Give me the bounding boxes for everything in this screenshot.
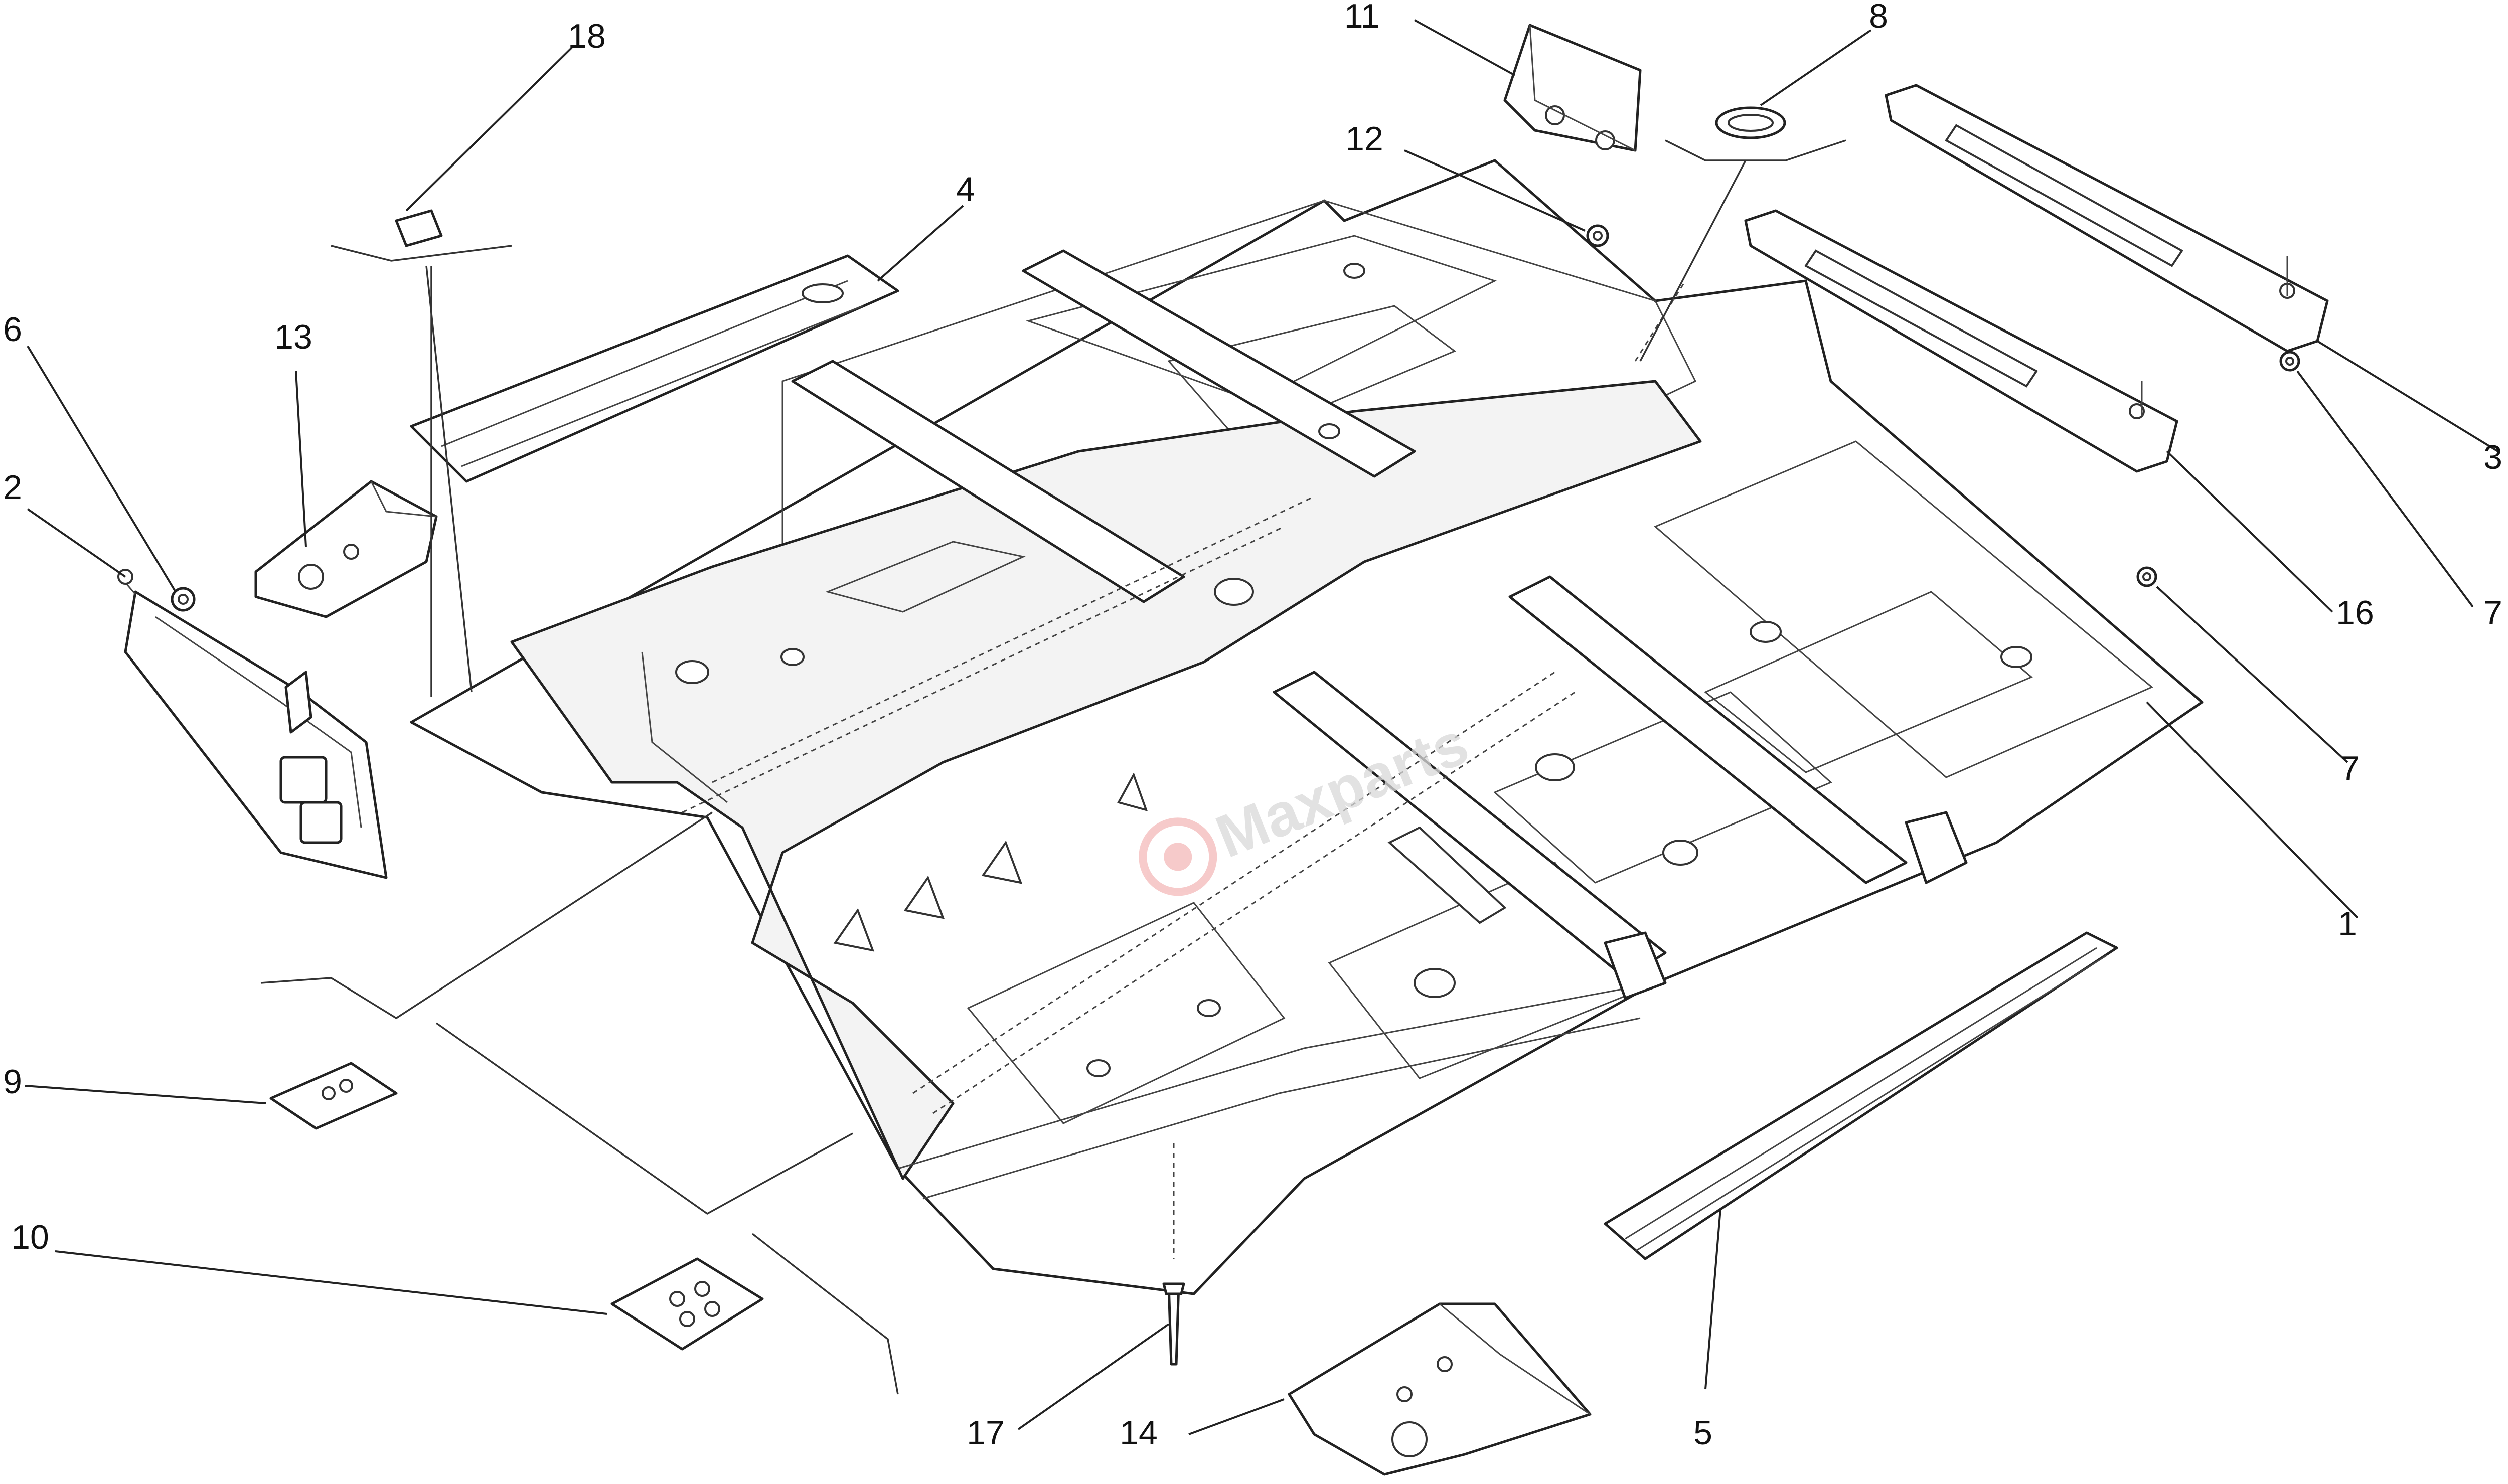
nut-part-7-lower xyxy=(2136,566,2157,587)
callout-labels: 1 2 3 4 5 6 7 7 8 9 10 11 12 13 14 16 17… xyxy=(3,0,2502,1452)
nut-part-7-upper xyxy=(2279,351,2300,372)
callout-13: 13 xyxy=(274,318,312,356)
bracket-part-13 xyxy=(254,480,438,618)
callout-6: 6 xyxy=(3,310,22,349)
callout-8: 8 xyxy=(1869,0,1888,35)
callout-1: 1 xyxy=(2338,905,2357,943)
bracket-part-2 xyxy=(117,569,388,879)
callout-14: 14 xyxy=(1120,1414,1158,1452)
callout-17: 17 xyxy=(967,1414,1005,1452)
bracket-part-14 xyxy=(1288,1302,1592,1476)
floor-pan-main xyxy=(410,159,2204,1295)
rail-part-4 xyxy=(410,254,899,483)
callout-4: 4 xyxy=(956,170,975,208)
plate-part-9 xyxy=(260,811,713,1130)
callout-3: 3 xyxy=(2483,438,2502,476)
crossmember-part-16 xyxy=(1744,209,2178,473)
stud-part-17 xyxy=(1162,1282,1185,1366)
nut-part-6 xyxy=(171,587,196,612)
callout-5: 5 xyxy=(1693,1414,1712,1452)
callout-10: 10 xyxy=(11,1218,49,1256)
nut-part-12 xyxy=(1586,224,1609,247)
callout-2: 2 xyxy=(3,468,22,507)
leader-lines xyxy=(25,19,2499,1435)
plate-part-10 xyxy=(435,1022,899,1395)
sill-part-5 xyxy=(1604,931,2118,1260)
watermark-logo-icon xyxy=(1139,817,1217,896)
callout-12: 12 xyxy=(1345,120,1383,158)
callout-7-upper: 7 xyxy=(2483,594,2502,632)
callout-7-lower: 7 xyxy=(2340,749,2360,787)
bracket-part-11 xyxy=(1503,24,1642,152)
callout-18: 18 xyxy=(568,17,606,55)
callout-16: 16 xyxy=(2336,594,2374,632)
grommet-part-8 xyxy=(1639,106,1846,362)
callout-11: 11 xyxy=(1344,0,1380,35)
patch-part-18 xyxy=(331,209,512,697)
callout-9: 9 xyxy=(3,1063,22,1101)
